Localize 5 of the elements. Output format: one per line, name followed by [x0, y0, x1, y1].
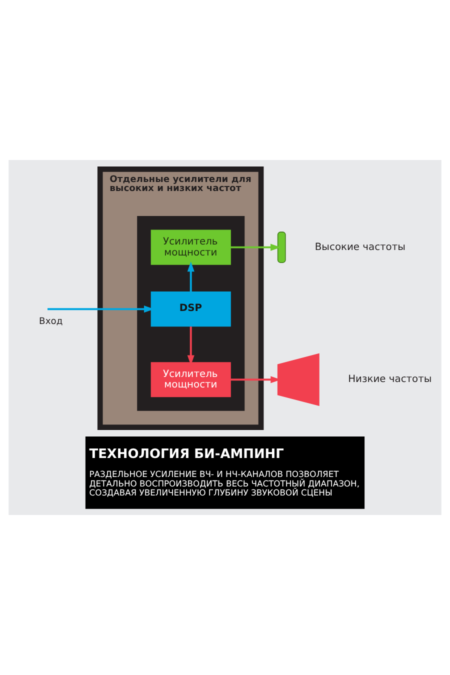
diagram-title: ТЕХНОЛОГИЯ БИ-АМПИНГ	[89, 446, 284, 462]
edge-label: Вход	[39, 316, 63, 327]
label: Низкие частоты	[348, 374, 432, 386]
label: Высокие частоты	[314, 242, 406, 253]
caption: РАЗДЕЛЬНОЕ УСИЛЕНИЕ ВЧ- И НЧ-КАНАЛОВ ПОЗВОЛЯЕТ ДЕТАЛЬНО ВОСПРОИЗВОДИТЬ ВЕСЬ ЧАСТОТНЫЙ ДИАПАЗОН, СОЗДАВАЯ УВЕЛИЧЕННУЮ ГЛУБИНУ ЗВУКОВОЙ СЦЕНЫ	[89, 469, 360, 498]
